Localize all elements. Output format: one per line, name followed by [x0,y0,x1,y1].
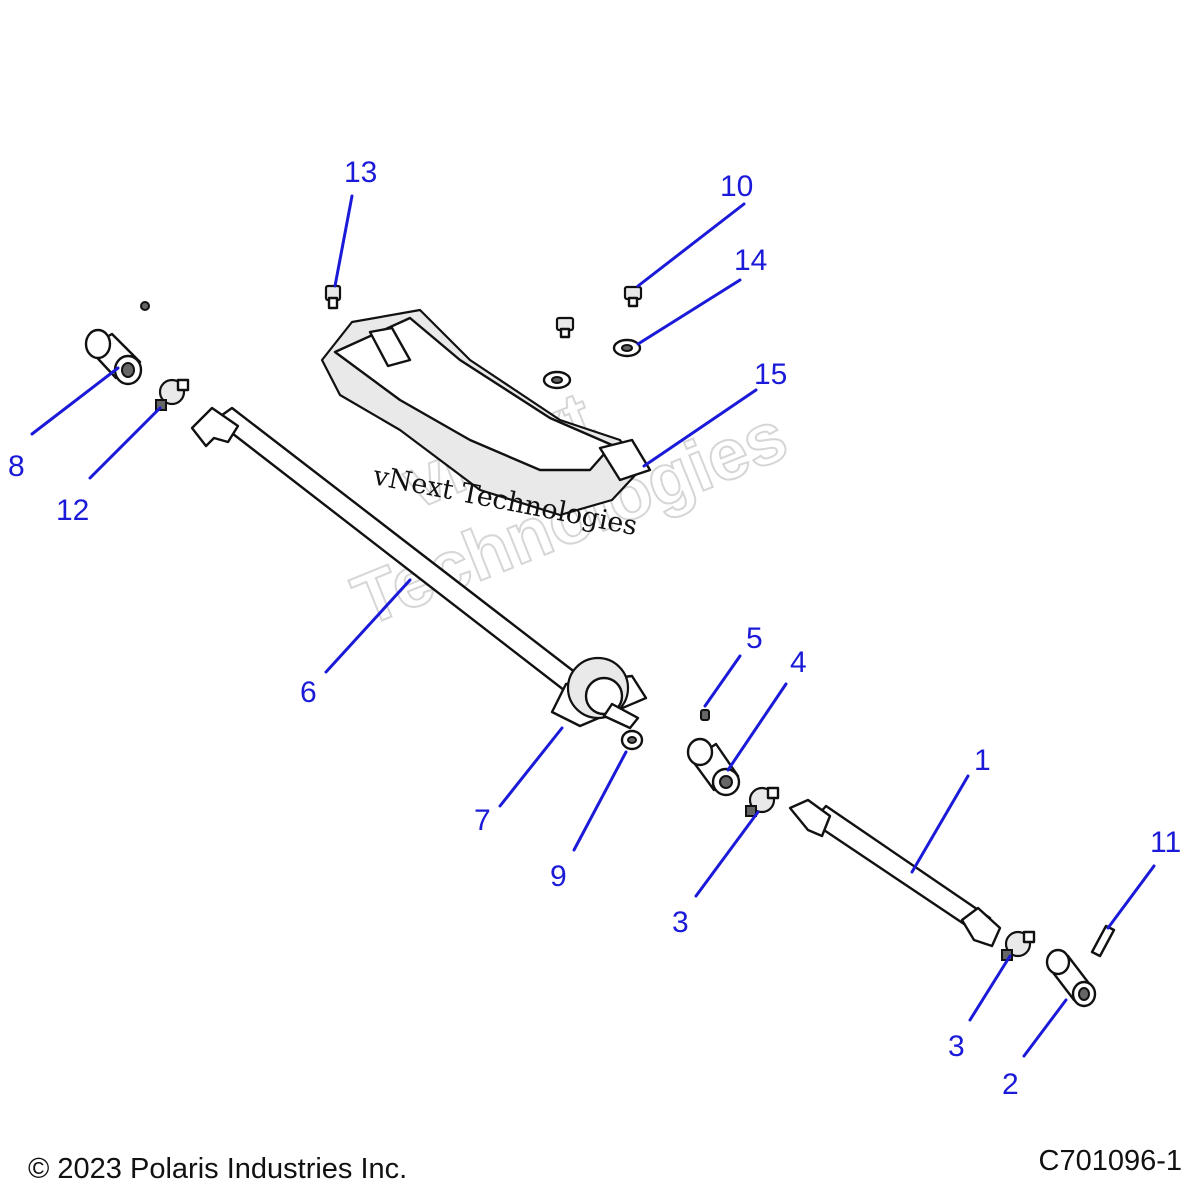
callout-10: 10 [720,170,753,203]
washer [620,729,644,751]
callout-15: 15 [754,358,787,391]
callout-5: 5 [746,622,763,655]
callout-3-mid: 3 [672,906,689,939]
callout-11: 11 [1150,826,1181,859]
driveshaft-short [788,798,1002,948]
carrier-bearing [550,656,648,730]
coupler-mid [686,737,741,797]
callout-8: 8 [8,450,25,483]
u-joint-mid [745,786,780,817]
u-joint-left [155,378,190,411]
pin-small [700,709,710,721]
callout-13: 13 [344,156,377,189]
callout-labels: 13 10 14 15 8 12 6 5 4 7 9 3 1 11 3 2 [8,156,1181,1101]
diagram-code: C701096-1 [1039,1145,1183,1177]
callout-4: 4 [790,646,807,679]
hardware-top [140,284,643,390]
pin-long [1090,924,1116,958]
coupler-right [1045,948,1097,1008]
coupler-left [84,328,143,386]
callout-14: 14 [734,244,767,277]
callout-7: 7 [474,804,491,837]
callout-6: 6 [300,676,317,709]
copyright-text: © 2023 Polaris Industries Inc. [28,1153,407,1185]
u-joint-right [1001,930,1036,961]
callout-12: 12 [56,494,89,527]
callout-2: 2 [1002,1068,1019,1101]
driveshaft-guard [320,308,652,517]
callout-1: 1 [974,744,991,777]
callout-9: 9 [550,860,567,893]
callout-3-right: 3 [948,1030,965,1063]
leader-lines [30,194,1156,1058]
